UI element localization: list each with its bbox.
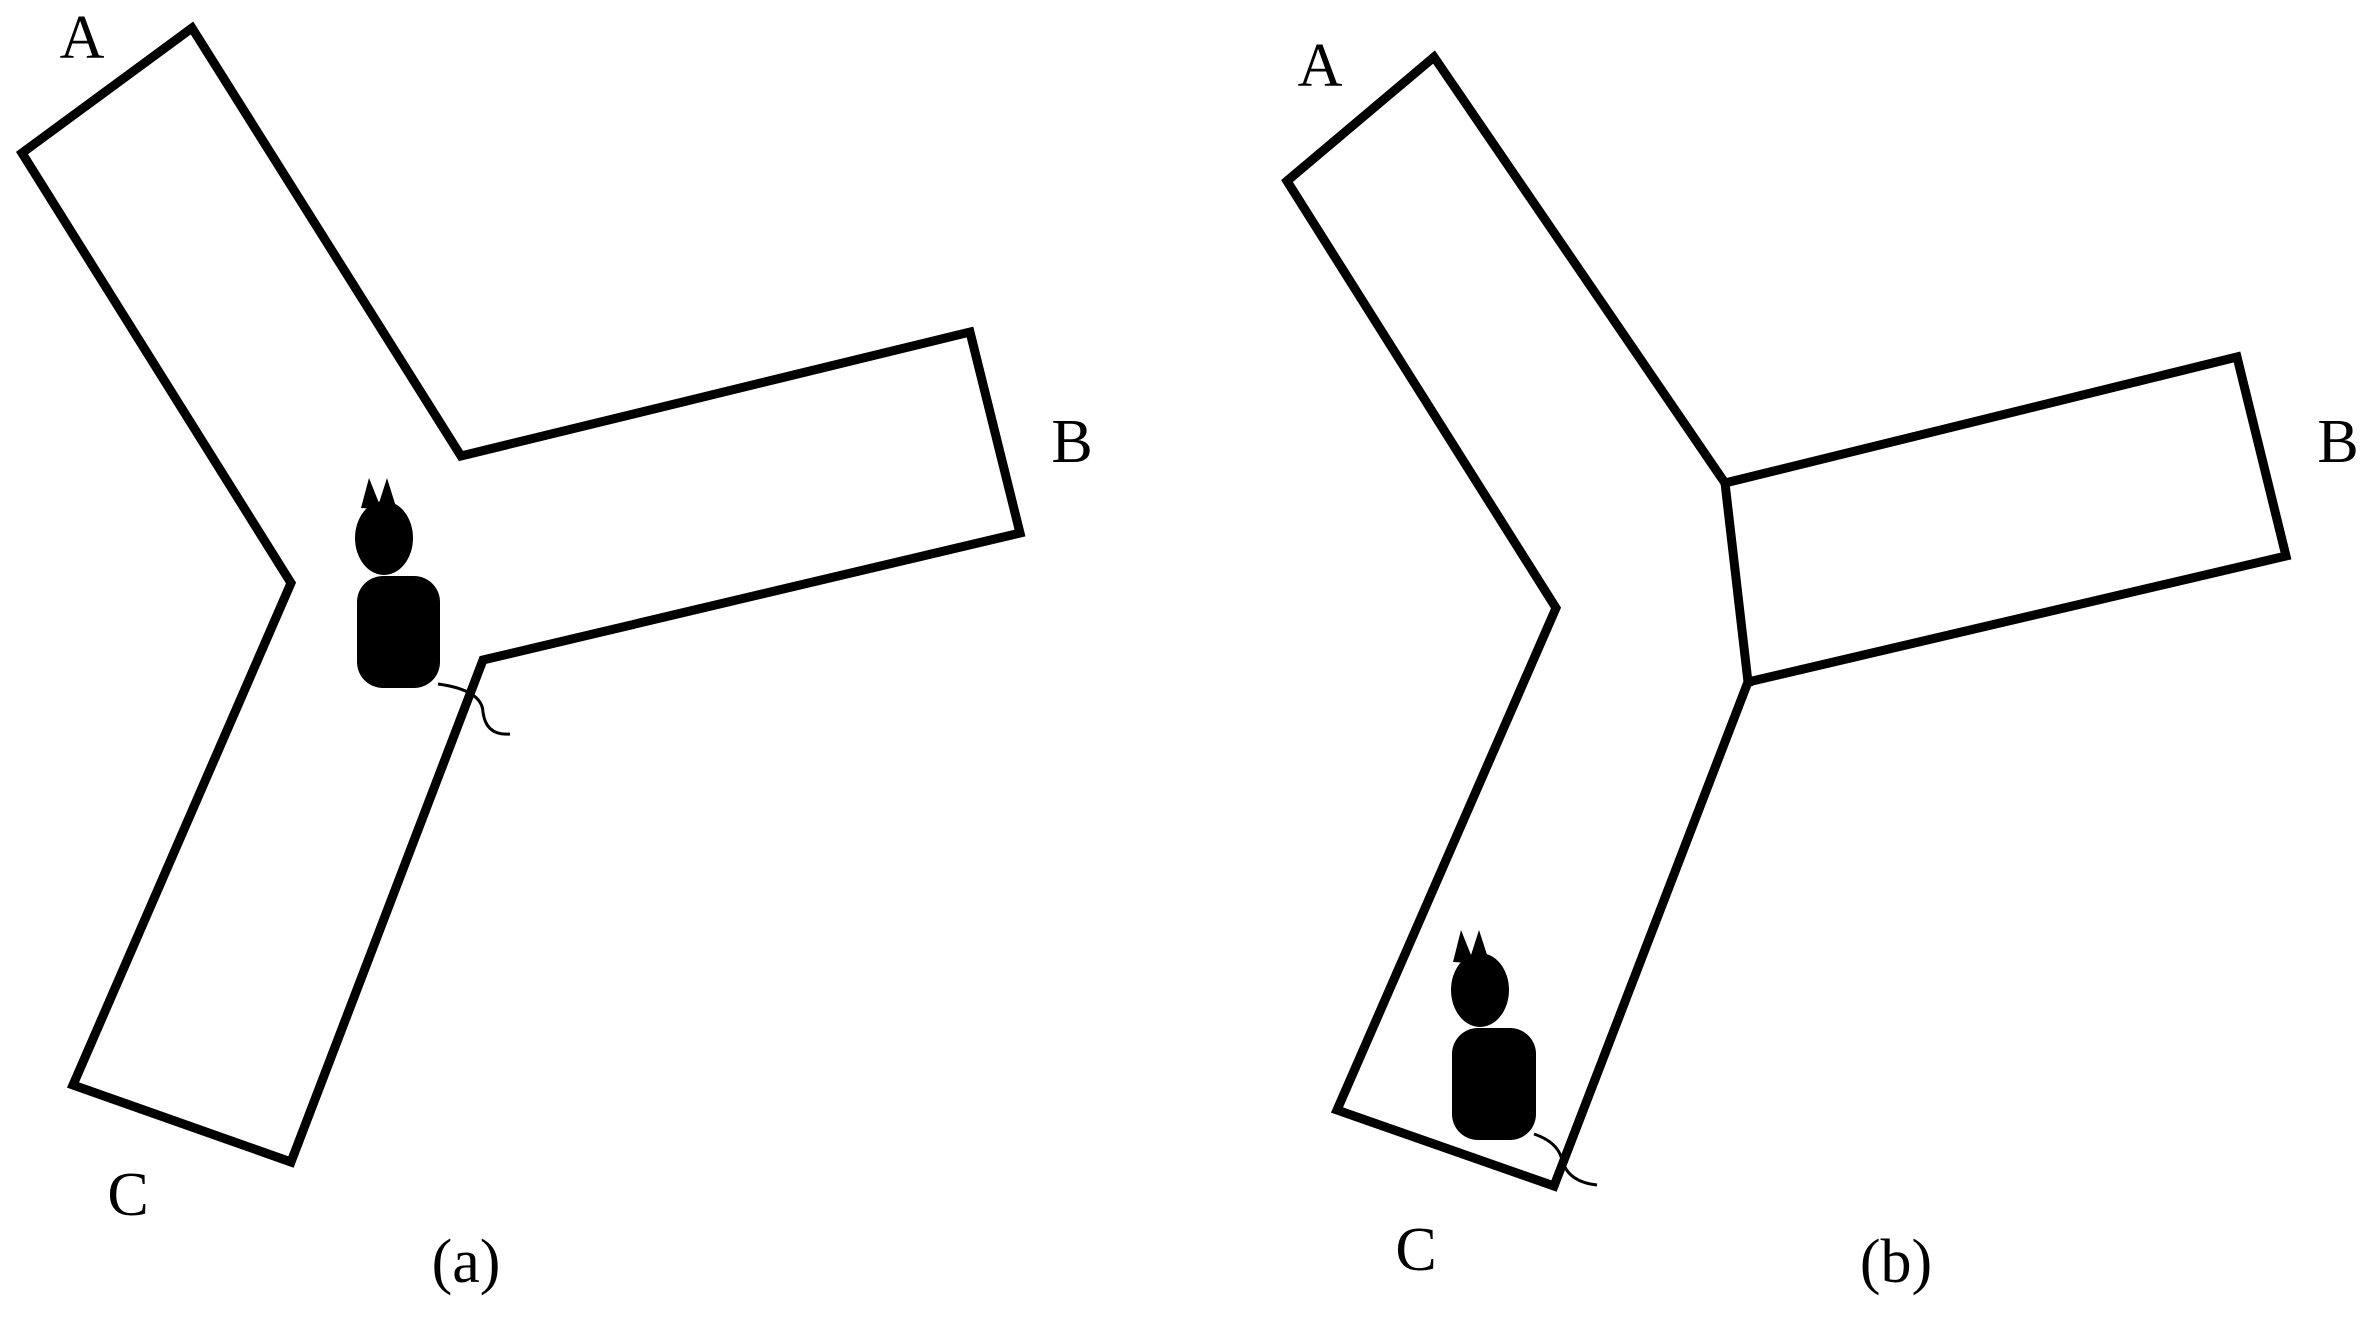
rat-icon (355, 478, 511, 736)
panel-b: A B C (b) (1281, 32, 2359, 1296)
y-maze-b-outline (1281, 50, 2292, 1192)
panel-caption-a: (a) (432, 1228, 501, 1296)
arm-label-c: C (107, 1161, 148, 1229)
arm-label-b: B (2317, 408, 2358, 476)
junction-divider (1720, 478, 1753, 687)
panel-a: A B C (a) (15, 4, 1093, 1296)
y-maze-a-outline (15, 21, 1026, 1168)
rat-icon (1451, 930, 1598, 1187)
panel-caption-b: (b) (1860, 1228, 1932, 1296)
arm-label-c: C (1395, 1216, 1436, 1284)
arm-label-a: A (1298, 32, 1343, 100)
arm-label-a: A (60, 4, 105, 72)
arm-label-b: B (1051, 408, 1092, 476)
